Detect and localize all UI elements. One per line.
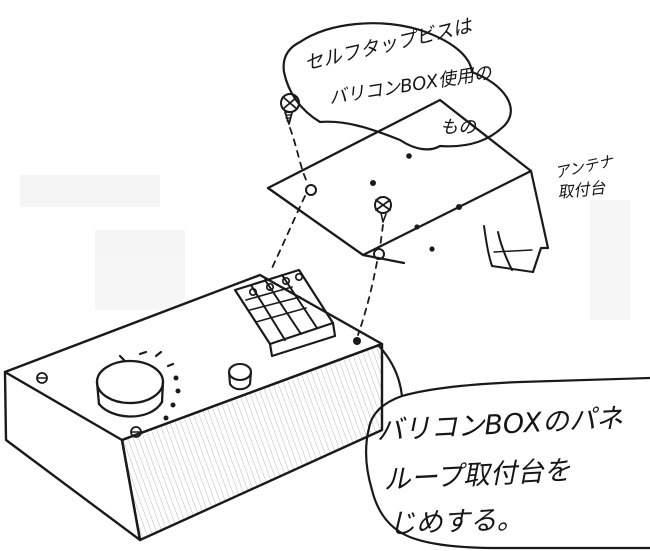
- screw-note-text: セルフタップビスは バリコンBOX使用の もの: [302, 15, 494, 138]
- antenna-label-line1: アンテナ: [553, 152, 616, 182]
- panel-note-line1: バリコンBOXのパネ: [376, 403, 624, 447]
- antenna-mount-label: アンテナ 取付台: [553, 152, 616, 202]
- assembly-guide-lines: [271, 127, 384, 336]
- plate-hole-4: [414, 224, 420, 230]
- plate-hole-5: [429, 246, 435, 252]
- box-front-face: [122, 344, 382, 540]
- box-left-face: [3, 370, 142, 542]
- antenna-label-line2: 取付台: [556, 178, 607, 202]
- paper-bleed-through: [20, 175, 630, 320]
- screw-note-line3: もの: [440, 117, 477, 138]
- panel-note-text: バリコンBOXのパネ ループ取付台を じめする。: [376, 403, 624, 540]
- plate-hole-1: [406, 153, 412, 159]
- panel-note-callout: [365, 343, 650, 550]
- mount-side-flange: [361, 169, 550, 274]
- plate-hole-2: [370, 180, 376, 186]
- antenna-mount-bracket: [266, 98, 550, 274]
- terminal-strip: [233, 268, 337, 358]
- panel-note-line2: ループ取付台を: [383, 455, 572, 496]
- corner-screw-left: [36, 372, 48, 384]
- panel-note-line3: じめする。: [388, 504, 524, 540]
- mount-top-plate: [266, 98, 533, 257]
- variable-capacitor-box: [3, 273, 384, 542]
- screw-on-plate-icon: [374, 196, 392, 223]
- small-knob: [227, 362, 253, 391]
- plate-mount-hole-right: [373, 248, 385, 260]
- corner-screw-back: [353, 337, 361, 345]
- tuning-knob: [95, 350, 181, 421]
- plate-mount-hole-left: [305, 184, 317, 196]
- self-tapping-screw-icon: [280, 93, 300, 125]
- corner-screw-front: [130, 426, 142, 438]
- plate-hole-3: [456, 204, 462, 210]
- screw-note-line2: バリコンBOX使用の: [327, 62, 494, 109]
